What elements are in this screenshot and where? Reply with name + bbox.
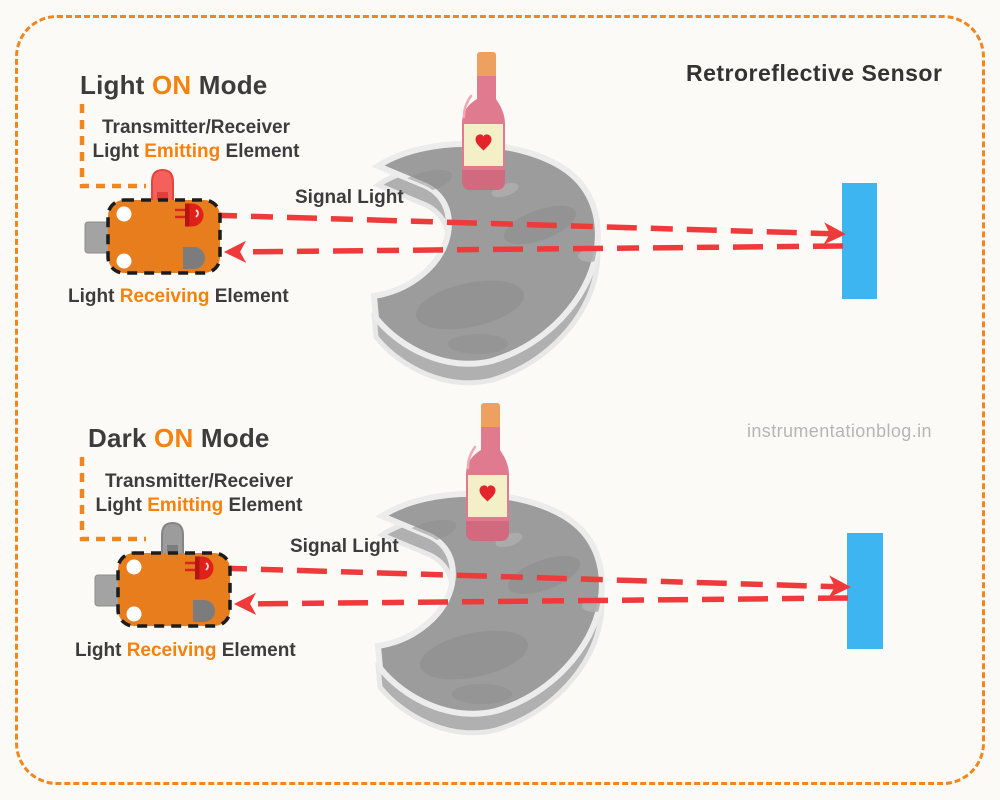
mode-title-light-on: Light ON Mode [80,70,267,101]
emitter-element-label-bottom: Transmitter/Receiver Light Emitting Elem… [89,470,309,518]
emitter-callout-dash-bottom [79,457,146,542]
mode-title-dark-on: Dark ON Mode [88,423,270,454]
emitter-label-line2: Element [220,141,300,162]
watermark: instrumentationblog.in [747,421,932,441]
signal-beam-return-top [223,240,844,263]
signal-beam-return-bottom [233,592,849,615]
receiver-element-label-top: Light Receiving Element [68,286,289,308]
emitter-label-line2: Light [95,495,148,516]
emitter-callout-dash-top [79,104,146,189]
receiver-label-text: Element [209,286,289,307]
emitter-element-label-top: Transmitter/Receiver Light Emitting Elem… [86,116,306,164]
mode-title-text: Dark [88,423,155,453]
mode-title-accent: ON [151,70,192,100]
mode-title-text: Mode [193,423,270,453]
signal-light-label-bottom: Signal Light [290,536,399,557]
receiver-label-text: Element [216,640,296,661]
mode-title-text: Light [80,70,152,100]
signal-beam-emit-top [206,212,847,245]
reflector-bottom [847,533,883,649]
bottle-illustration-bottom [464,401,511,543]
sensor-illustration-top [83,168,222,275]
emitter-label-line2: Element [223,495,303,516]
mode-title-text: Mode [191,70,268,100]
signal-light-label-top: Signal Light [295,187,404,208]
signal-beam-emit-bottom [216,565,852,598]
emitter-label-accent: Emitting [144,141,221,162]
page-title: Retroreflective Sensor [686,60,943,86]
receiver-element-label-bottom: Light Receiving Element [75,640,296,662]
emitter-label-line2: Light [92,141,145,162]
reflector-top [842,183,877,299]
emitter-label-line1: Transmitter/Receiver [102,117,290,138]
bottle-illustration-top [460,50,507,192]
mode-title-accent: ON [154,423,194,453]
emitter-label-line1: Transmitter/Receiver [105,471,293,492]
receiver-label-accent: Receiving [119,286,210,307]
receiver-label-text: Light [75,640,127,661]
emitter-label-accent: Emitting [147,495,224,516]
receiver-label-text: Light [68,286,120,307]
receiver-label-accent: Receiving [126,640,217,661]
